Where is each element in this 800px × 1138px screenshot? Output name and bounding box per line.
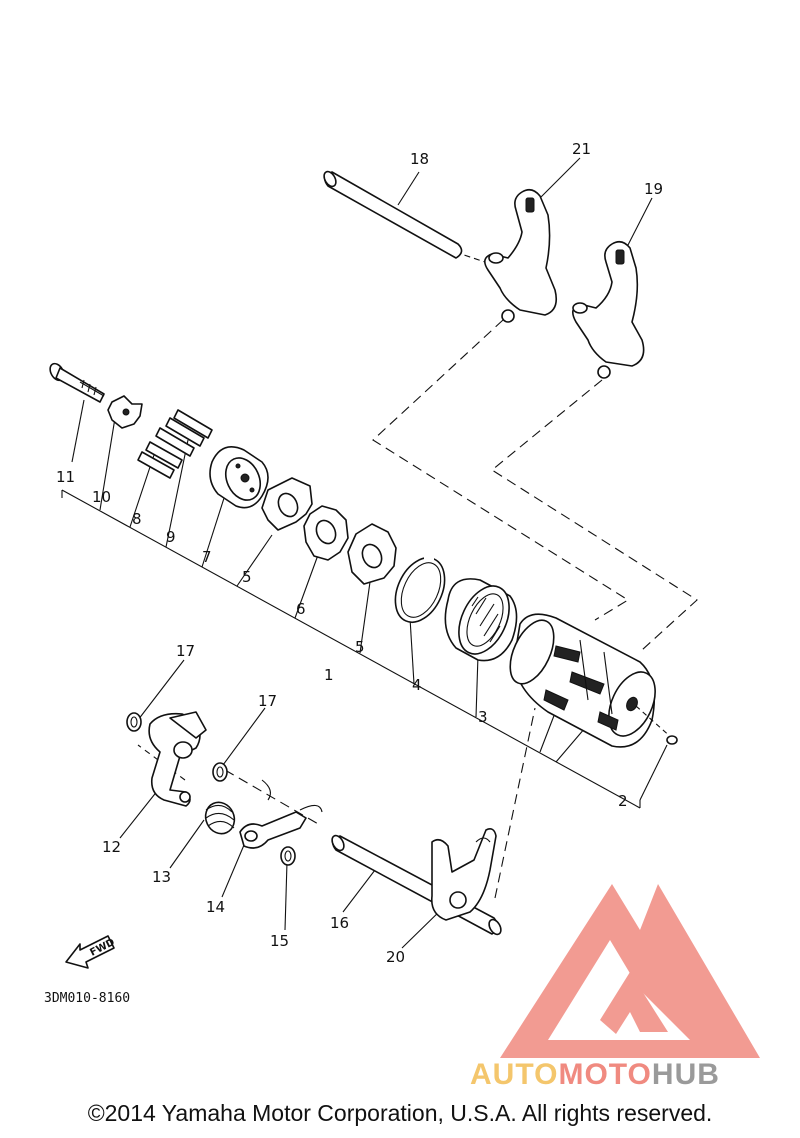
part-20-shift-fork [430,828,497,921]
callout-17a: 17 [176,642,195,660]
copyright-notice: ©2014 Yamaha Motor Corporation, U.S.A. A… [87,1100,713,1126]
fwd-arrow: FWD [65,935,117,969]
callout-labels: 1 2 3 4 5 5 6 7 8 9 10 11 12 13 14 15 16… [56,140,663,966]
callout-17b: 17 [258,692,277,710]
drawing-code: 3DM010-8160 [44,991,130,1006]
callout-11: 11 [56,468,75,486]
automotohub-logo-mark [500,884,760,1058]
part-2-shift-cam [509,613,678,748]
part-19-shift-fork [572,240,645,379]
brand-part-auto: AUTO [470,1058,559,1091]
callout-9: 9 [166,528,176,546]
callout-5b: 5 [355,638,365,656]
callout-8: 8 [132,510,142,528]
part-14-stopper-lever [239,804,323,849]
callout-12: 12 [102,838,121,856]
callout-7: 7 [202,548,212,566]
part-21-shift-fork [484,188,558,323]
callout-16: 16 [330,914,349,932]
part-12-shift-arm [148,711,207,807]
callout-13: 13 [152,868,171,886]
part-6-stopper-plate [303,505,349,561]
callout-20: 20 [386,948,405,966]
callout-10: 10 [92,488,111,506]
callout-6: 6 [296,600,306,618]
part-17-circlip-b [212,762,228,782]
callout-19: 19 [644,180,663,198]
part-8-pins [137,441,183,479]
part-5-stopper-plate-b [347,523,397,585]
part-5-stopper-plate-a [261,477,313,531]
callout-4: 4 [412,676,422,694]
callout-14: 14 [206,898,225,916]
part-4-circlip [394,553,446,623]
part-13-spring [204,801,236,835]
brand-part-hub: HUB [651,1058,720,1091]
part-9-pins [155,409,213,457]
callout-5a: 5 [242,568,252,586]
part-10-segment [107,395,143,429]
callout-18: 18 [410,150,429,168]
brand-part-moto: MOTO [558,1058,652,1091]
automotohub-wordmark: AUTOMOTOHUB [470,1058,790,1092]
callout-15: 15 [270,932,289,950]
part-7-drum-holder [209,446,269,509]
part-15-circlip [280,846,296,866]
callout-3: 3 [478,708,488,726]
callout-2: 2 [618,792,628,810]
callout-21: 21 [572,140,591,158]
part-18-shift-fork-shaft [323,170,463,259]
part-17-circlip-a [126,712,142,732]
part-3-bearing [444,578,518,662]
part-11-bolt [49,362,105,403]
leader-lines [61,157,698,949]
callout-1: 1 [324,666,334,684]
